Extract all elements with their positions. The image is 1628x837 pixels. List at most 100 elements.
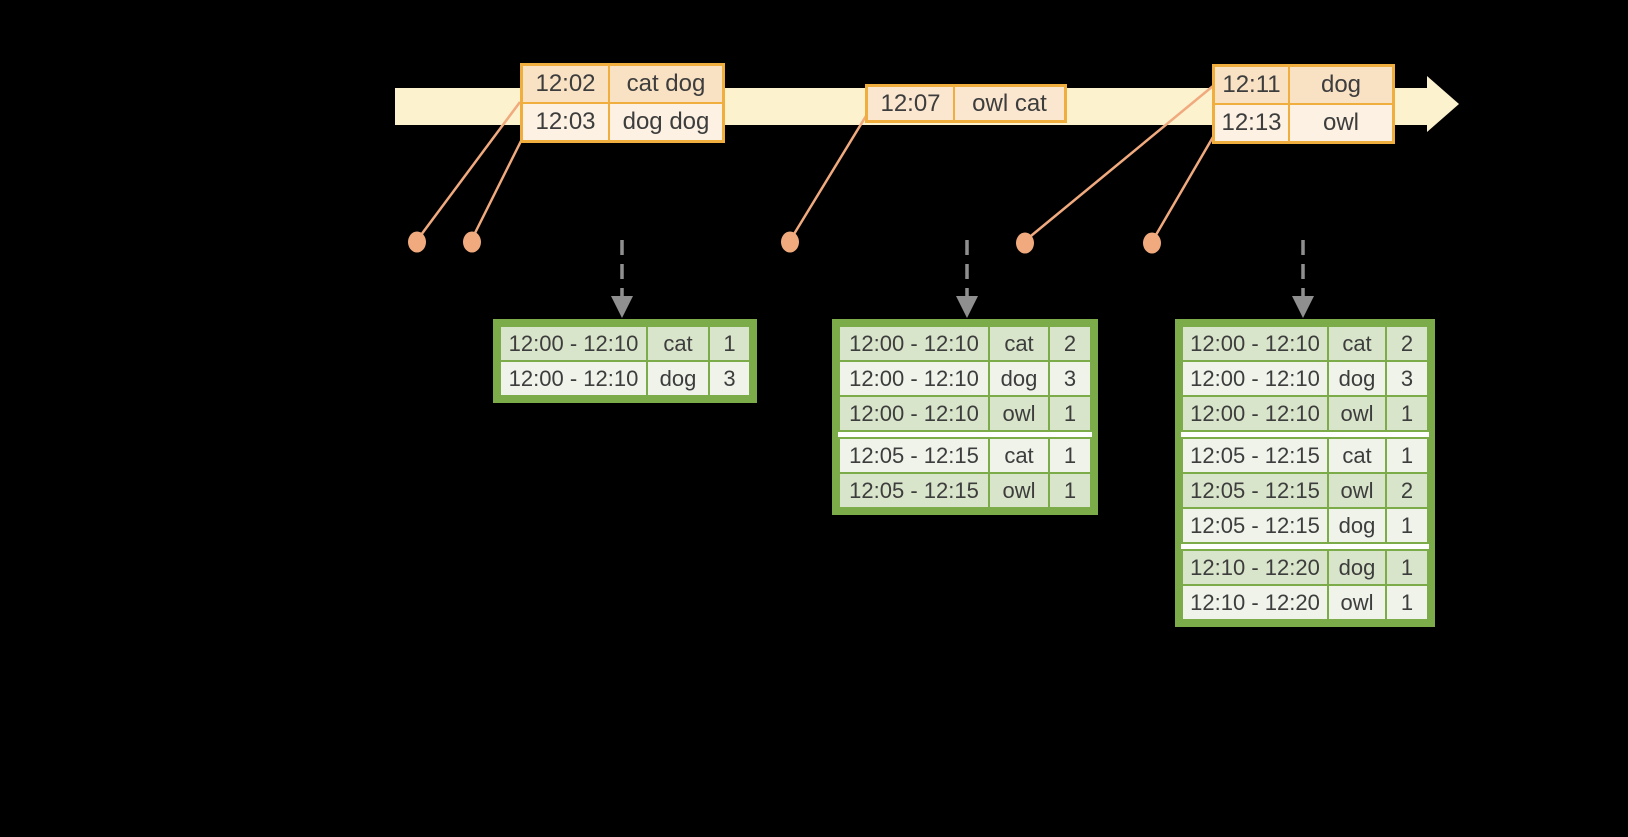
event-time-cell: 12:03 xyxy=(523,104,608,140)
table-row: 12:00 - 12:10 owl 1 xyxy=(1181,395,1429,432)
window-cell: 12:05 - 12:15 xyxy=(1181,437,1329,474)
word-cell: owl xyxy=(988,395,1050,432)
window-group: 12:00 - 12:10 cat 1 12:00 - 12:10 dog 3 xyxy=(499,325,751,397)
event-connector-line xyxy=(1151,136,1215,241)
window-cell: 12:00 - 12:10 xyxy=(499,325,648,362)
event-row: 12:11 dog xyxy=(1215,67,1392,103)
word-cell: owl xyxy=(1327,584,1387,621)
word-cell: dog xyxy=(646,360,710,397)
event-row: 12:02 cat dog xyxy=(523,66,722,102)
event-row: 12:03 dog dog xyxy=(523,104,722,140)
timeline-arrowhead-icon xyxy=(1427,76,1459,132)
word-cell: cat xyxy=(1327,325,1387,362)
event-time-cell: 12:02 xyxy=(523,66,608,102)
window-cell: 12:00 - 12:10 xyxy=(1181,395,1329,432)
event-dots xyxy=(408,231,1161,254)
window-cell: 12:10 - 12:20 xyxy=(1181,549,1329,586)
word-cell: cat xyxy=(1327,437,1387,474)
event-box-3: 12:11 dog 12:13 owl xyxy=(1212,64,1395,144)
event-words-cell: dog xyxy=(1290,67,1392,103)
table-row: 12:00 - 12:10 owl 1 xyxy=(838,395,1092,432)
table-row: 12:00 - 12:10 dog 3 xyxy=(499,360,751,397)
window-cell: 12:00 - 12:10 xyxy=(499,360,648,397)
table-row: 12:00 - 12:10 dog 3 xyxy=(1181,360,1429,397)
event-box-2: 12:07 owl cat xyxy=(865,84,1067,123)
word-cell: dog xyxy=(1327,360,1387,397)
table-row: 12:05 - 12:15 owl 2 xyxy=(1181,472,1429,509)
window-cell: 12:05 - 12:15 xyxy=(838,472,990,509)
count-cell: 1 xyxy=(1048,395,1092,432)
table-row: 12:05 - 12:15 cat 1 xyxy=(838,437,1092,474)
word-cell: cat xyxy=(988,437,1050,474)
word-cell: cat xyxy=(988,325,1050,362)
count-cell: 1 xyxy=(1385,507,1429,544)
event-row: 12:13 owl xyxy=(1215,105,1392,141)
event-dot xyxy=(408,231,426,253)
trigger-arrows xyxy=(620,240,1305,298)
event-words-cell: cat dog xyxy=(610,66,722,102)
event-words-cell: owl xyxy=(1290,105,1392,141)
event-connector-line xyxy=(470,140,523,240)
table-row: 12:00 - 12:10 cat 1 xyxy=(499,325,751,362)
event-dot xyxy=(781,231,799,253)
window-group: 12:05 - 12:15 cat 1 12:05 - 12:15 owl 2 … xyxy=(1181,437,1429,544)
window-cell: 12:00 - 12:10 xyxy=(1181,325,1329,362)
count-cell: 1 xyxy=(1048,472,1092,509)
event-dot xyxy=(463,231,481,253)
event-connector-line xyxy=(789,115,868,240)
count-cell: 1 xyxy=(1385,395,1429,432)
window-cell: 12:05 - 12:15 xyxy=(1181,507,1329,544)
word-cell: dog xyxy=(1327,507,1387,544)
event-time-cell: 12:07 xyxy=(868,87,953,120)
window-cell: 12:00 - 12:10 xyxy=(838,395,990,432)
table-row: 12:10 - 12:20 owl 1 xyxy=(1181,584,1429,621)
window-group: 12:00 - 12:10 cat 2 12:00 - 12:10 dog 3 … xyxy=(838,325,1092,432)
window-group: 12:00 - 12:10 cat 2 12:00 - 12:10 dog 3 … xyxy=(1181,325,1429,432)
event-row: 12:07 owl cat xyxy=(868,87,1064,120)
trigger-arrowhead-icon xyxy=(611,296,633,318)
count-cell: 1 xyxy=(1385,437,1429,474)
table-row: 12:05 - 12:15 cat 1 xyxy=(1181,437,1429,474)
count-cell: 2 xyxy=(1048,325,1092,362)
event-time-cell: 12:11 xyxy=(1215,67,1288,103)
count-cell: 3 xyxy=(1048,360,1092,397)
trigger-arrowhead-icon xyxy=(1292,296,1314,318)
count-cell: 2 xyxy=(1385,325,1429,362)
count-cell: 3 xyxy=(708,360,751,397)
event-words-cell: dog dog xyxy=(610,104,722,140)
table-row: 12:10 - 12:20 dog 1 xyxy=(1181,549,1429,586)
result-table-3: 12:00 - 12:10 cat 2 12:00 - 12:10 dog 3 … xyxy=(1175,319,1435,627)
word-cell: owl xyxy=(988,472,1050,509)
window-cell: 12:00 - 12:10 xyxy=(1181,360,1329,397)
event-words-cell: owl cat xyxy=(955,87,1064,120)
count-cell: 3 xyxy=(1385,360,1429,397)
word-cell: cat xyxy=(646,325,710,362)
table-row: 12:00 - 12:10 cat 2 xyxy=(1181,325,1429,362)
trigger-arrowheads xyxy=(611,296,1314,318)
word-cell: owl xyxy=(1327,395,1387,432)
event-dot xyxy=(1143,232,1161,254)
window-cell: 12:00 - 12:10 xyxy=(838,325,990,362)
table-row: 12:05 - 12:15 dog 1 xyxy=(1181,507,1429,544)
result-table-2: 12:00 - 12:10 cat 2 12:00 - 12:10 dog 3 … xyxy=(832,319,1098,515)
event-connector-lines xyxy=(416,85,1215,241)
count-cell: 1 xyxy=(708,325,751,362)
window-cell: 12:10 - 12:20 xyxy=(1181,584,1329,621)
event-dot xyxy=(1016,232,1034,254)
event-box-1: 12:02 cat dog 12:03 dog dog xyxy=(520,63,725,143)
table-row: 12:00 - 12:10 cat 2 xyxy=(838,325,1092,362)
count-cell: 1 xyxy=(1385,584,1429,621)
count-cell: 1 xyxy=(1048,437,1092,474)
window-group: 12:10 - 12:20 dog 1 12:10 - 12:20 owl 1 xyxy=(1181,549,1429,621)
event-connector-line xyxy=(1025,85,1214,241)
event-time-cell: 12:13 xyxy=(1215,105,1288,141)
table-row: 12:00 - 12:10 dog 3 xyxy=(838,360,1092,397)
trigger-arrowhead-icon xyxy=(956,296,978,318)
count-cell: 2 xyxy=(1385,472,1429,509)
event-connector-line xyxy=(416,101,522,240)
window-group: 12:05 - 12:15 cat 1 12:05 - 12:15 owl 1 xyxy=(838,437,1092,509)
word-cell: owl xyxy=(1327,472,1387,509)
word-cell: dog xyxy=(988,360,1050,397)
window-cell: 12:05 - 12:15 xyxy=(1181,472,1329,509)
